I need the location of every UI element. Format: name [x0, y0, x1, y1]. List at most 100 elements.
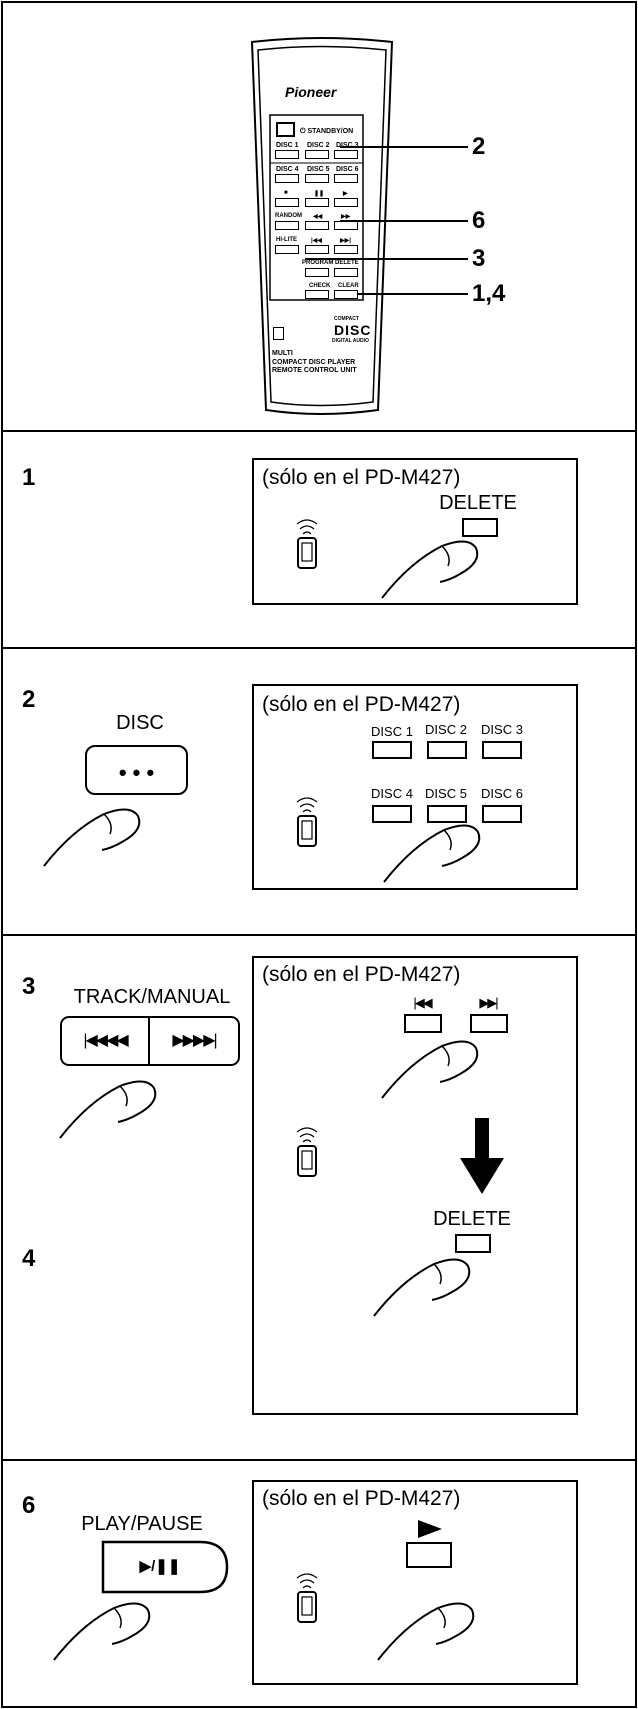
- step-2-disc-label: DISC: [116, 712, 164, 734]
- disc5-button[interactable]: [305, 174, 329, 183]
- step-6-play-label: PLAY/PAUSE: [81, 1513, 203, 1535]
- step-2-disc3-label: DISC 3: [481, 722, 523, 737]
- stop-icon: ■: [284, 190, 288, 196]
- step-6-note: (sólo en el PD-M427): [262, 1487, 461, 1510]
- step-2-number: 2: [22, 686, 36, 713]
- pause-button[interactable]: [305, 198, 329, 207]
- delete-button[interactable]: [334, 268, 358, 277]
- finger-icon: [43, 808, 141, 867]
- disc2-button[interactable]: [305, 150, 329, 159]
- step-6-number: 6: [22, 1492, 36, 1519]
- step-3-prev-button[interactable]: [404, 1014, 442, 1033]
- down-arrow-icon: [460, 1118, 504, 1194]
- prev-track-icon: |◀◀: [413, 995, 432, 1010]
- section-divider: [1, 934, 637, 936]
- disc5-label: DISC 5: [307, 166, 330, 173]
- next-track-icon: ▶▶|: [479, 995, 498, 1010]
- step-2-disc6-button[interactable]: [482, 805, 522, 823]
- step-2-disc3-button[interactable]: [482, 741, 522, 759]
- step-3-track-divider: [148, 1016, 150, 1066]
- delete-label: DELETE: [335, 260, 359, 266]
- next-track-icon[interactable]: ▶▶▶▶|: [172, 1032, 217, 1049]
- step-2-disc1-button[interactable]: [372, 741, 412, 759]
- step-2-panel: [252, 684, 578, 890]
- finger-icon: [377, 1602, 475, 1661]
- step-6-play-button[interactable]: [100, 1540, 230, 1594]
- clear-button[interactable]: [334, 290, 358, 299]
- clear-label: CLEAR: [338, 283, 359, 289]
- disc1-label: DISC 1: [276, 142, 299, 149]
- disc-logo: DISC: [334, 322, 372, 338]
- program-button[interactable]: [305, 268, 329, 277]
- next-track-button[interactable]: [334, 245, 358, 254]
- pause-icon: ❚❚: [314, 191, 325, 197]
- play-pause-icon: ▶/❚❚: [139, 1558, 181, 1575]
- callout-2: 2: [472, 133, 486, 160]
- step-3-note: (sólo en el PD-M427): [262, 963, 461, 986]
- step-4-delete-label: DELETE: [433, 1208, 511, 1230]
- model-line2: REMOTE CONTROL UNIT: [272, 367, 357, 374]
- section-divider: [1, 647, 637, 649]
- disc4-button[interactable]: [275, 174, 299, 183]
- program-label: PROGRAM: [302, 260, 334, 266]
- rewind-button[interactable]: [305, 221, 329, 230]
- step-2-disc2-button[interactable]: [427, 741, 467, 759]
- finger-icon: [59, 1080, 157, 1139]
- step-2-disc5-button[interactable]: [427, 805, 467, 823]
- step-2-disc4-label: DISC 4: [371, 786, 413, 801]
- check-button[interactable]: [305, 290, 329, 299]
- prev-track-icon: |◀◀: [311, 238, 322, 244]
- finger-icon: [381, 1040, 479, 1099]
- check-label: CHECK: [309, 283, 331, 289]
- disc3-button[interactable]: [334, 150, 358, 159]
- step-3-next-button[interactable]: [470, 1014, 508, 1033]
- finger-icon: [381, 540, 479, 599]
- remote-icon: [296, 797, 318, 847]
- step-3-track-label: TRACK/MANUAL: [73, 986, 231, 1008]
- prev-track-icon[interactable]: |◀◀◀◀: [83, 1032, 128, 1049]
- forward-button[interactable]: [334, 221, 358, 230]
- step-1-panel: [252, 458, 578, 605]
- step-2-disc2-label: DISC 2: [425, 722, 467, 737]
- step-2-disc-button[interactable]: [85, 745, 188, 795]
- play-icon: [418, 1520, 442, 1538]
- step-1-delete-label: DELETE: [439, 492, 517, 514]
- step-2-disc5-label: DISC 5: [425, 786, 467, 801]
- standby-label: ⏻ STANDBY/ON: [300, 128, 354, 135]
- model-line1: COMPACT DISC PLAYER: [272, 359, 356, 366]
- hilite-button[interactable]: [275, 245, 299, 254]
- disc4-label: DISC 4: [276, 166, 299, 173]
- hilite-label: HI-LITE: [276, 237, 297, 243]
- finger-icon: [53, 1602, 151, 1661]
- section-divider: [1, 430, 637, 432]
- step-6-play-button-remote[interactable]: [406, 1542, 452, 1568]
- compact-label: COMPACT: [334, 316, 359, 322]
- rewind-icon: ◀◀: [313, 214, 323, 220]
- disc3-label: DISC 3: [336, 142, 359, 149]
- play-icon: ▶: [343, 191, 348, 197]
- step-1-delete-button[interactable]: [462, 518, 498, 537]
- next-track-icon: ▶▶|: [340, 238, 351, 244]
- step-4-delete-button[interactable]: [455, 1234, 491, 1253]
- step-2-disc6-label: DISC 6: [481, 786, 523, 801]
- step-6-panel: [252, 1480, 578, 1685]
- random-button[interactable]: [275, 221, 299, 230]
- disc6-button[interactable]: [334, 174, 358, 183]
- remote-icon: [296, 519, 318, 569]
- play-button[interactable]: [334, 198, 358, 207]
- stop-button[interactable]: [275, 198, 299, 207]
- step-2-note: (sólo en el PD-M427): [262, 693, 461, 716]
- random-label: RANDOM: [275, 213, 302, 219]
- callout-6: 6: [472, 207, 486, 234]
- step-2-disc1-label: DISC 1: [371, 724, 413, 739]
- step-1-number: 1: [22, 464, 36, 491]
- step-3-track-button[interactable]: [60, 1016, 240, 1066]
- prev-track-button[interactable]: [305, 245, 329, 254]
- disc6-label: DISC 6: [336, 166, 359, 173]
- disc1-button[interactable]: [275, 150, 299, 159]
- step-2-disc4-button[interactable]: [372, 805, 412, 823]
- step-3-panel: [252, 956, 578, 1415]
- standby-button[interactable]: [276, 122, 295, 137]
- callout-1-4: 1,4: [472, 280, 506, 307]
